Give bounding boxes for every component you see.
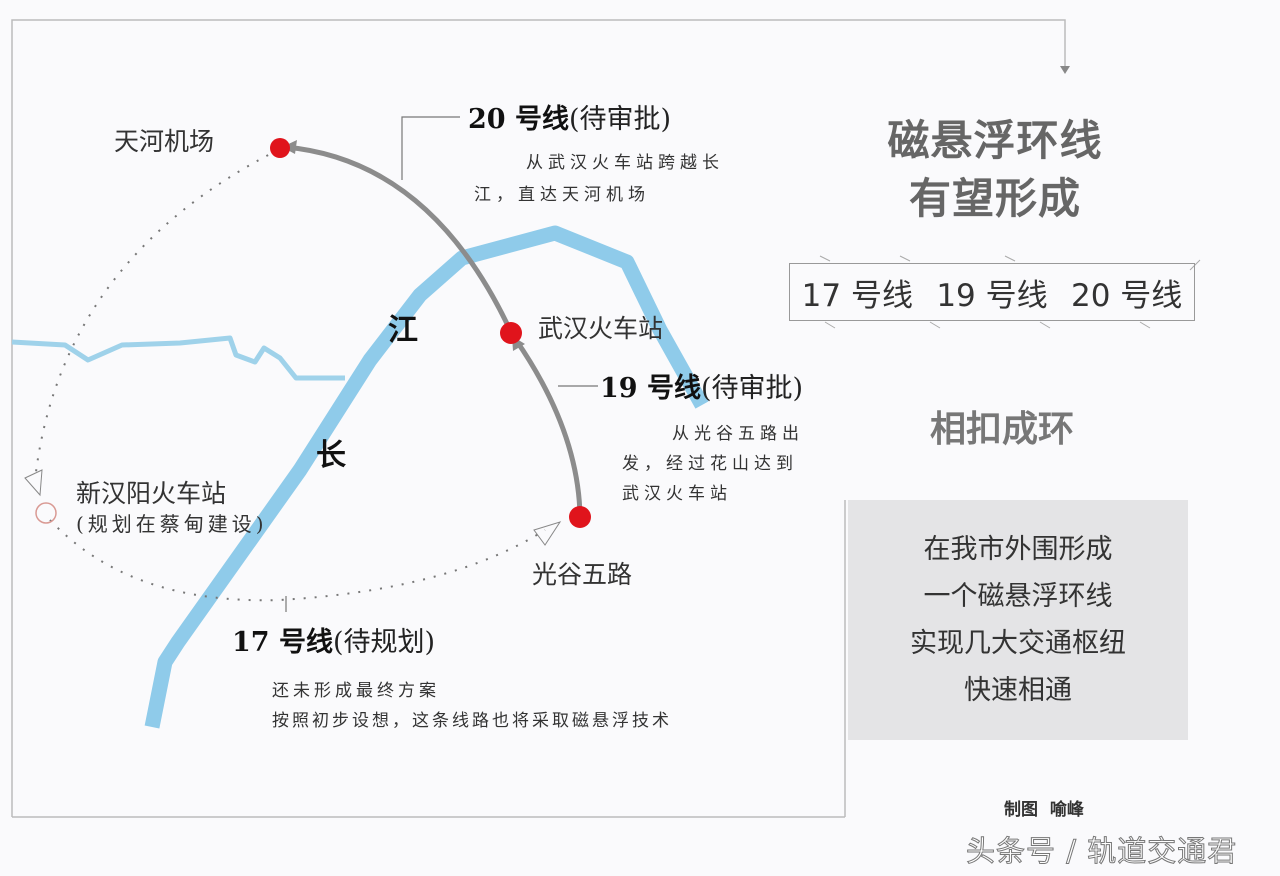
- map-frame: [11, 19, 1066, 817]
- station-note-new-hanyang: (规划在蔡甸建设): [76, 512, 268, 536]
- line-20-callout: [401, 116, 460, 180]
- line-19-desc-1: 从光谷五路出: [672, 424, 804, 444]
- line-17-arrow-west-icon: [24, 469, 43, 497]
- river-label-chang: 长: [316, 438, 346, 473]
- line-20-status: (待审批): [568, 104, 672, 135]
- line-20-title: 20 号线(待审批): [468, 97, 671, 136]
- frame-arrow-icon: [1060, 66, 1070, 74]
- line-tag-17: 17 号线: [801, 277, 913, 314]
- station-label-wuhan-station: 武汉火车站: [538, 314, 664, 343]
- line-19-number: 19 号线: [600, 373, 701, 404]
- line-19-route: [513, 338, 583, 516]
- line-tag-19: 19 号线: [936, 277, 1048, 314]
- line-tag-20: 20 号线: [1070, 277, 1183, 314]
- credit: 制图 喻峰: [1004, 800, 1084, 820]
- station-dot-guanggu: [569, 506, 591, 528]
- sidebar-headline: 磁悬浮环线 有望形成: [870, 112, 1120, 228]
- summary-line-4: 快速相通: [964, 675, 1072, 706]
- line-19-desc-3: 武汉火车站: [622, 484, 732, 504]
- station-label-new-hanyang: 新汉阳火车站: [76, 479, 227, 508]
- line-tags-box: 17 号线 19 号线 20 号线: [789, 263, 1195, 321]
- station-dot-tianhe-airport: [270, 138, 290, 158]
- line-20-route: [284, 144, 513, 332]
- line-17-desc-2: 按照初步设想，这条线路也将采取磁悬浮技术: [272, 711, 672, 731]
- line-19-status: (待审批): [700, 373, 804, 404]
- line-19-title: 19 号线(待审批): [600, 366, 803, 405]
- watermark: 头条号 / 轨道交通君: [965, 834, 1238, 869]
- yangtze-river: [144, 225, 709, 729]
- line-tags-decoration: [819, 255, 1201, 329]
- headline-line-1: 磁悬浮环线: [887, 116, 1103, 165]
- line-20-desc-2: 江，直达天河机场: [474, 185, 650, 205]
- summary-box: 在我市外围形成 一个磁悬浮环线 实现几大交通枢纽 快速相通: [848, 500, 1188, 740]
- summary-line-3: 实现几大交通枢纽: [910, 628, 1126, 659]
- line-17-desc-1: 还未形成最终方案: [272, 681, 440, 701]
- sidebar-subhead: 相扣成环: [930, 409, 1075, 450]
- headline-line-2: 有望形成: [908, 174, 1081, 223]
- station-dot-wuhan-station: [500, 322, 522, 344]
- line-20-number: 20 号线: [468, 104, 569, 135]
- han-river: [11, 335, 345, 381]
- line-17-route-north: [34, 149, 279, 481]
- line-17-number: 17 号线: [232, 627, 333, 658]
- river-label-jiang: 江: [388, 313, 418, 348]
- summary-line-1: 在我市外围形成: [923, 534, 1113, 565]
- line-19-desc-2: 发，经过花山达到: [622, 454, 798, 474]
- station-dot-new-hanyang: [35, 502, 57, 524]
- summary-line-2: 一个磁悬浮环线: [923, 581, 1113, 612]
- station-label-guanggu: 光谷五路: [532, 560, 633, 589]
- line-17-title: 17 号线(待规划): [232, 620, 435, 659]
- line-17-arrow-east-icon: [533, 521, 562, 546]
- station-label-tianhe-airport: 天河机场: [114, 127, 215, 156]
- line-20-desc-1: 从武汉火车站跨越长: [526, 153, 724, 173]
- line-17-status: (待规划): [332, 627, 436, 658]
